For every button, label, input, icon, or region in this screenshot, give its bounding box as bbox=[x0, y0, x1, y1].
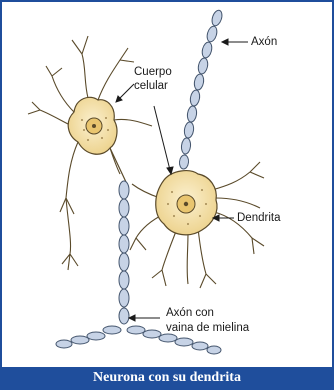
myelin-axon-label-line1: Axón con bbox=[166, 307, 214, 320]
axon-label: Axón bbox=[251, 36, 277, 49]
dendrite-label: Dendrita bbox=[237, 212, 280, 225]
cell-body-label-line1: Cuerpo bbox=[134, 66, 172, 79]
cell-body-label-line2: celular bbox=[134, 80, 168, 93]
left-myelin-axon bbox=[110, 148, 129, 324]
figure-caption: Neurona con su dendrita bbox=[2, 367, 332, 388]
right-myelin-axon bbox=[179, 9, 224, 169]
myelin-axon-label-line2: vaina de mielina bbox=[166, 322, 249, 335]
